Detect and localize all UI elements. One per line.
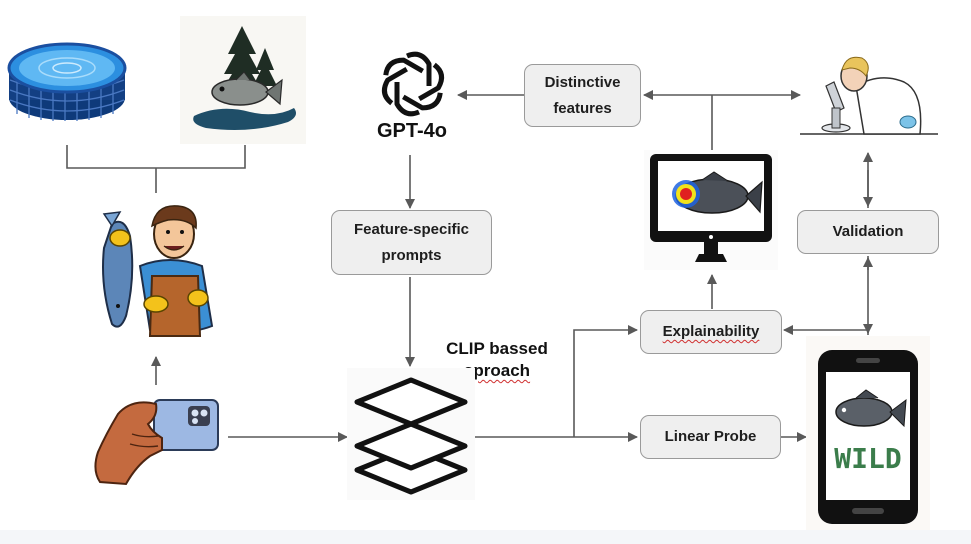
smartphone-camera-icon bbox=[94, 399, 219, 486]
phone-wild-result-icon bbox=[806, 336, 930, 534]
wild-label: WILD bbox=[834, 442, 902, 475]
explainability-label: Explainability bbox=[662, 323, 760, 340]
clip-to-explainability-arrow bbox=[573, 325, 638, 437]
distinctive-features-box: Distinctive features bbox=[524, 64, 641, 127]
distinctive-features-line1: Distinctive bbox=[544, 73, 621, 91]
gpt-label: GPT-4o bbox=[376, 120, 447, 142]
openai-logo-icon bbox=[381, 51, 445, 117]
explainability-box: Explainability bbox=[640, 310, 782, 354]
validation-box: Validation bbox=[797, 210, 939, 254]
fisherman-icon bbox=[102, 205, 214, 337]
scientist-microscope-icon bbox=[800, 56, 938, 135]
linear-probe-box: Linear Probe bbox=[640, 415, 781, 459]
clip-label-line2: aproach bbox=[463, 361, 531, 380]
fish-tank-icon bbox=[7, 42, 127, 121]
monitor-heatmap-icon bbox=[644, 150, 778, 270]
validation-label: Validation bbox=[832, 223, 904, 240]
distinctive-features-line2: features bbox=[553, 99, 612, 117]
result-to-explainability-arrow bbox=[783, 325, 869, 335]
source-bracket-line bbox=[66, 145, 246, 193]
bottom-band bbox=[0, 530, 971, 544]
clip-label: CLIP bassed aproach bbox=[437, 338, 557, 382]
wild-fish-forest-icon bbox=[180, 16, 306, 144]
prompts-line2: prompts bbox=[381, 246, 442, 264]
linear-probe-label: Linear Probe bbox=[664, 428, 757, 445]
feature-specific-prompts-box: Feature-specific prompts bbox=[331, 210, 492, 275]
clip-label-line1: CLIP bassed bbox=[446, 339, 548, 358]
prompts-line1: Feature-specific bbox=[353, 220, 470, 238]
stacked-layers-icon bbox=[347, 368, 475, 500]
